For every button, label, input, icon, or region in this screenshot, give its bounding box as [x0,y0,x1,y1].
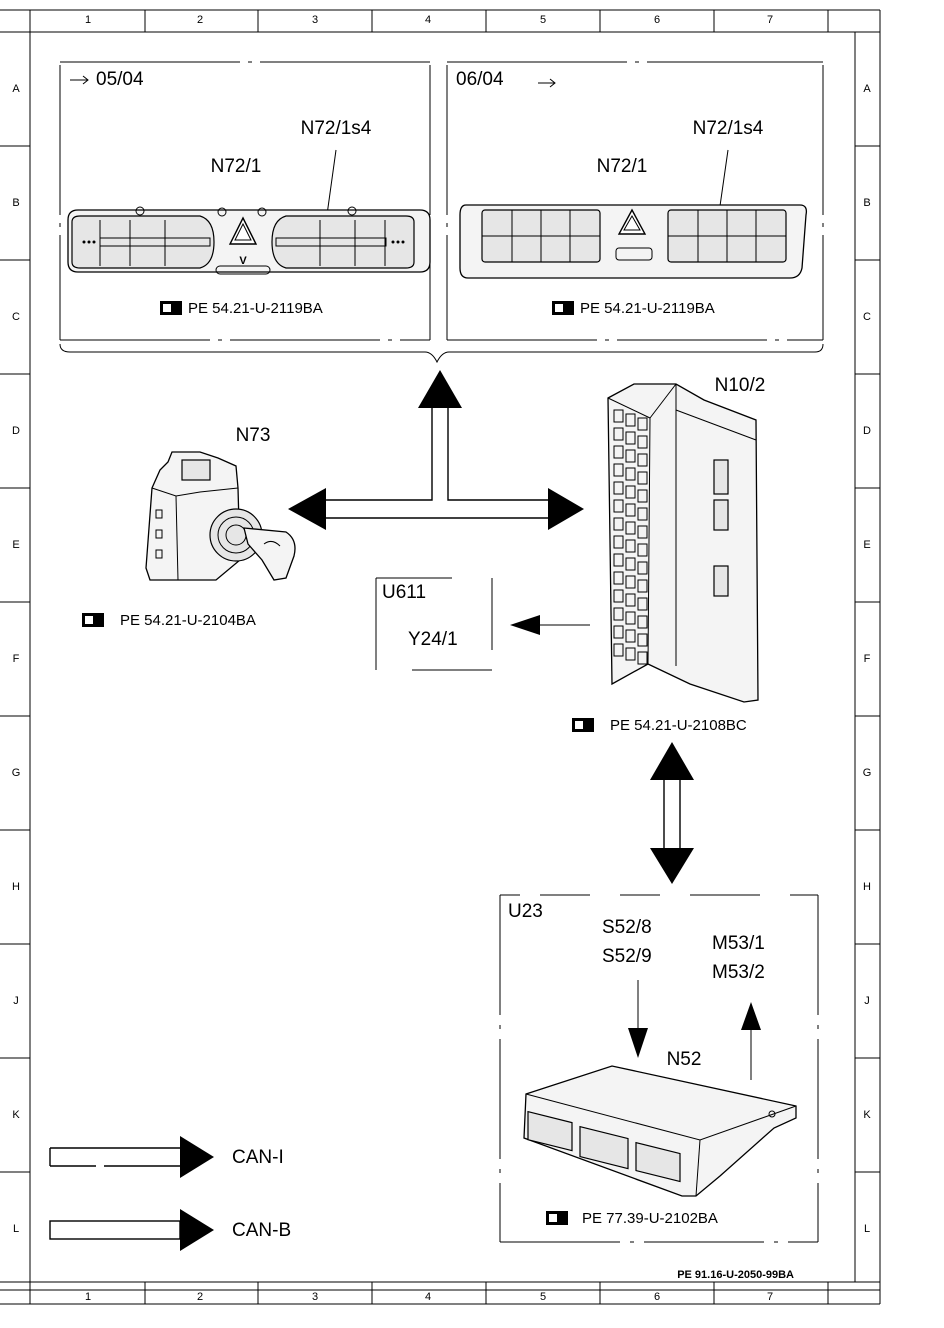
grid-row-label: A [12,83,20,95]
can-b-vertical-link [650,742,694,884]
u611-component: U611 Y24/1 [375,577,590,671]
grid-row-label: D [863,425,871,437]
grid-row-label: G [12,767,21,779]
grid-row-label: E [12,539,19,551]
legend-can-b-label: CAN-B [232,1220,291,1241]
panel-left: 05/04 N72/1 N72/1s4 V [59,61,431,341]
grid-row-label: E [863,539,870,551]
grid-col-label: 5 [540,1291,546,1303]
panel-right-ref: PE 54.21-U-2119BA [580,300,715,317]
grid-col-label: 7 [767,14,773,26]
panel-brace [59,343,824,364]
grid-col-label: 4 [425,14,431,26]
control-module-icon [523,1065,797,1197]
grid-row-label: B [12,197,19,209]
legend-can-i-label: CAN-I [232,1147,284,1168]
ref-icon [546,1211,568,1225]
grid-row-label: A [863,83,871,95]
arrow-right-icon [538,78,556,88]
n10-2-label: N10/2 [715,375,766,396]
u23-input-1: S52/8 [602,917,652,938]
panel-left-date: 05/04 [96,69,144,90]
grid-row-label: H [863,881,871,893]
grid-row-label: G [863,767,872,779]
grid-col-label: 2 [197,1291,203,1303]
n10-2-component: N10/2 PE 54.21-U-2108BC [572,375,765,734]
arrow-up-icon [418,370,462,408]
u23-label: U23 [508,901,543,922]
panel-right-label-switch: N72/1s4 [693,118,764,139]
grid-col-label: 2 [197,14,203,26]
grid-row-label: D [12,425,20,437]
panel-right-label-main: N72/1 [597,156,648,177]
n73-ref: PE 54.21-U-2104BA [120,612,256,629]
u23-component: U23 S52/8 S52/9 M53/1 M53/2 N52 PE 77.39… [499,894,819,1243]
svg-text:V: V [239,255,247,267]
grid-col-label: 6 [654,14,660,26]
panel-right: 06/04 N72/1 N72/1s4 PE 54.21-U-2119BA [446,61,824,341]
n73-component: N73 PE 54.21-U-2104BA [82,425,296,629]
climate-control-panel-old-icon: V [67,206,431,275]
grid-row-label: F [864,653,871,665]
climate-control-panel-new-icon [459,204,808,279]
grid-col-label: 7 [767,1291,773,1303]
grid-row-label: C [863,311,871,323]
arrow-right-icon [70,75,89,85]
grid-row-label: C [12,311,20,323]
grid-row-label: L [864,1223,870,1235]
grid-col-label: 4 [425,1291,431,1303]
can-b-junction [288,370,584,530]
grid-row-label: J [864,995,870,1007]
sam-module-icon [607,383,759,703]
arrow-down-icon [650,848,694,884]
panel-left-label-switch: N72/1s4 [301,118,372,139]
u23-output-2: M53/2 [712,962,765,983]
u23-input-2: S52/9 [602,946,652,967]
n52-label: N52 [667,1049,702,1070]
panel-left-ref: PE 54.21-U-2119BA [188,300,323,317]
u611-sub: Y24/1 [408,629,458,650]
footer-ref: PE 91.16-U-2050-99BA [677,1269,794,1281]
grid-row-label: B [863,197,870,209]
grid-row-label: H [12,881,20,893]
grid-col-label: 6 [654,1291,660,1303]
ignition-switch-icon [145,451,296,581]
ref-icon [160,301,182,315]
u611-label: U611 [382,582,426,603]
grid-row-label: K [863,1109,871,1121]
arrow-right-icon [180,1209,214,1251]
arrow-up-icon [650,742,694,780]
grid-col-label: 1 [85,1291,91,1303]
grid-row-label: L [13,1223,19,1235]
grid-row-label: J [13,995,19,1007]
grid-col-label: 5 [540,14,546,26]
arrow-right-icon [180,1136,214,1178]
grid-col-label: 3 [312,1291,318,1303]
u23-ref: PE 77.39-U-2102BA [582,1210,718,1227]
arrow-up-icon [741,1002,761,1030]
arrow-down-icon [628,1028,648,1058]
panel-right-date: 06/04 [456,69,504,90]
grid-col-label: 3 [312,14,318,26]
legend-can-b: CAN-B [49,1209,291,1251]
legend-can-i: CAN-I [49,1136,284,1178]
arrow-right-icon [548,488,584,530]
legend: CAN-I CAN-B [49,1136,291,1251]
n73-label: N73 [236,425,271,446]
grid-frame [0,9,881,1305]
ref-icon [572,718,594,732]
n10-2-ref: PE 54.21-U-2108BC [610,717,747,734]
ref-icon [82,613,104,627]
grid-row-label: K [12,1109,20,1121]
arrow-left-icon [288,488,326,530]
grid-col-label: 1 [85,14,91,26]
panel-left-label-main: N72/1 [211,156,262,177]
arrow-left-icon [510,615,540,635]
u23-output-1: M53/1 [712,933,765,954]
grid-row-label: F [13,653,20,665]
ref-icon [552,301,574,315]
